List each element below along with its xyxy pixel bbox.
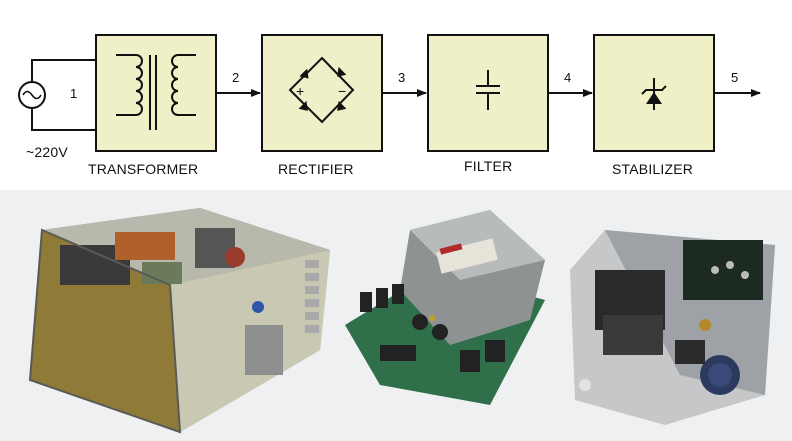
chassis-mount-power-supply-photo — [570, 230, 775, 425]
open-frame-power-supply-photo — [28, 208, 330, 434]
diode-bridge-icon: + − — [288, 56, 355, 124]
node-label-3: 3 — [398, 70, 406, 85]
capacitor-icon — [476, 70, 500, 110]
rectifier-block — [261, 34, 383, 152]
node-label-2: 2 — [232, 70, 240, 85]
node-label-4: 4 — [564, 70, 572, 85]
ac-source-icon — [18, 81, 46, 109]
rectifier-label: RECTIFIER — [278, 161, 354, 177]
input-wires — [31, 59, 96, 131]
node-label-5: 5 — [731, 70, 739, 85]
transformer-label: TRANSFORMER — [88, 161, 199, 177]
transformer-icon — [116, 54, 196, 130]
filter-label: FILTER — [464, 158, 513, 174]
zener-diode-icon — [641, 78, 667, 110]
svg-text:−: − — [338, 83, 346, 99]
stabilizer-label: STABILIZER — [612, 161, 694, 177]
block-diagram: + − — [18, 34, 761, 152]
svg-text:+: + — [296, 83, 304, 99]
node-label-1: 1 — [70, 86, 78, 101]
supply-voltage-label: ~220V — [26, 144, 68, 160]
pcb-module-power-supply-photo — [345, 210, 545, 405]
